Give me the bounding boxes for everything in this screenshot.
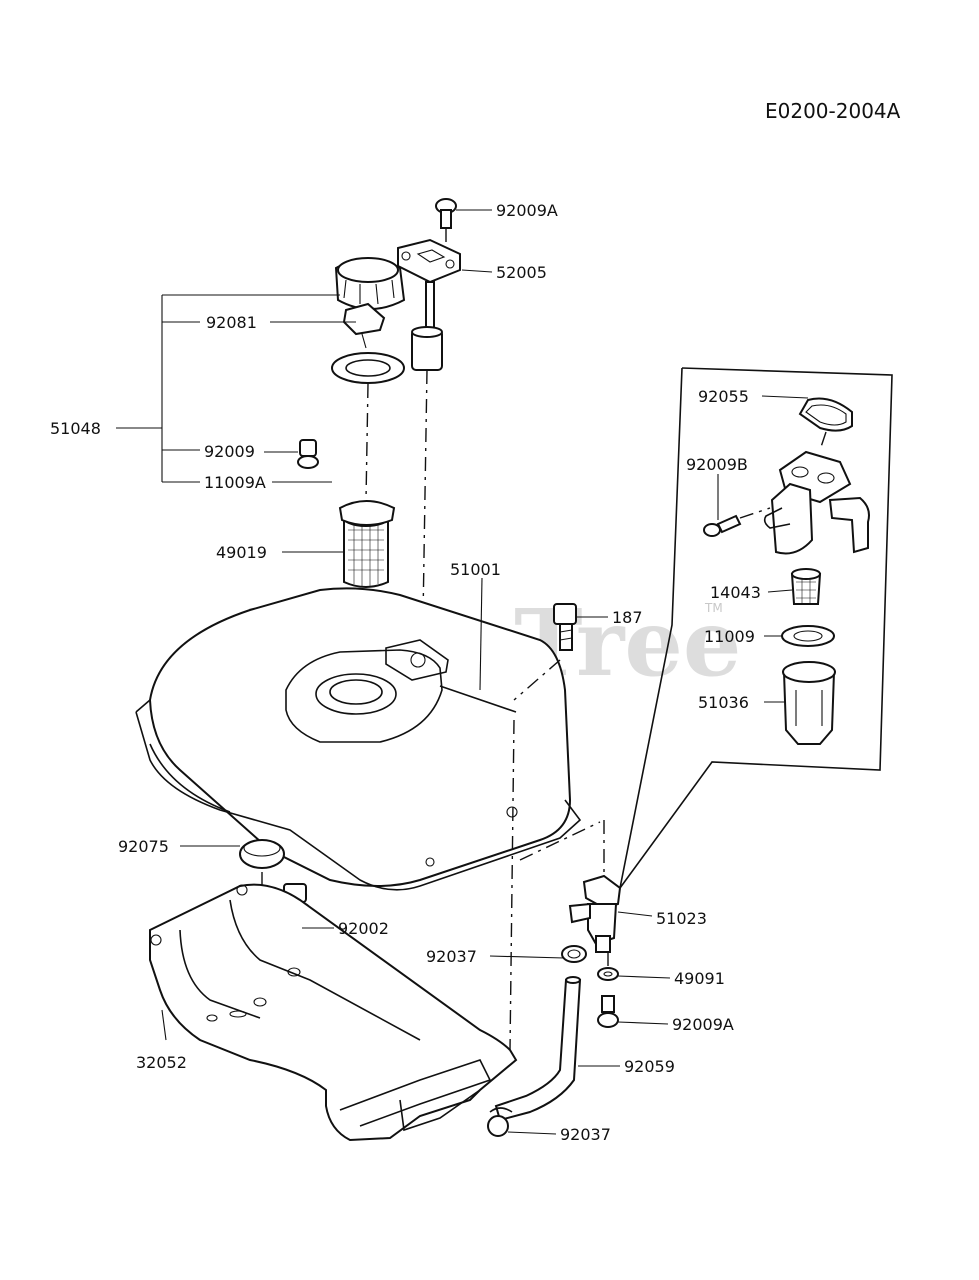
callout-32052[interactable]: 32052 — [136, 1053, 187, 1072]
callout-92009B[interactable]: 92009B — [686, 455, 748, 474]
callout-92002[interactable]: 92002 — [338, 919, 389, 938]
fuel-tank-51001[interactable] — [135, 587, 582, 891]
bolt-92009A-bottom[interactable] — [597, 995, 619, 1028]
strainer-49019[interactable] — [338, 500, 396, 588]
drain-cap-92075[interactable] — [239, 839, 285, 869]
callout-49019[interactable]: 49019 — [216, 543, 267, 562]
callout-51023[interactable]: 51023 — [656, 909, 707, 928]
leader-lines — [116, 209, 809, 1135]
clamp-92037-upper[interactable] — [561, 945, 587, 963]
callout-51036[interactable]: 51036 — [698, 693, 749, 712]
fuel-cock-51023[interactable] — [568, 874, 622, 953]
fuel-cap-92081[interactable] — [334, 257, 406, 310]
gasket-92055[interactable] — [798, 397, 853, 432]
clamp-92037-lower[interactable] — [487, 1107, 513, 1137]
callout-92081[interactable]: 92081 — [206, 313, 257, 332]
callout-14043[interactable]: 14043 — [710, 583, 761, 602]
bowl-51036[interactable] — [782, 661, 836, 745]
filter-14043[interactable] — [790, 568, 822, 605]
o-ring-11009[interactable] — [781, 625, 835, 647]
callout-92037-lower[interactable]: 92037 — [560, 1125, 611, 1144]
callout-92009A-bottom[interactable]: 92009A — [672, 1015, 734, 1034]
screw-92009B[interactable] — [703, 514, 742, 537]
callout-92075[interactable]: 92075 — [118, 837, 169, 856]
fuel-cock-detail-box — [619, 367, 893, 889]
gauge-float[interactable] — [411, 326, 443, 371]
cap-retainer-strap[interactable] — [342, 302, 386, 349]
callout-92059[interactable]: 92059 — [624, 1057, 675, 1076]
watermark-trademark: TM — [704, 601, 723, 615]
callout-49091[interactable]: 49091 — [674, 969, 725, 988]
callout-92009A-top[interactable]: 92009A — [496, 201, 558, 220]
callout-51001[interactable]: 51001 — [450, 560, 501, 579]
callout-11009[interactable]: 11009 — [704, 627, 755, 646]
callout-92009[interactable]: 92009 — [204, 442, 255, 461]
callout-52005[interactable]: 52005 — [496, 263, 547, 282]
washer-49091[interactable] — [597, 967, 619, 981]
bolt-187[interactable] — [553, 603, 577, 651]
callout-92055[interactable]: 92055 — [698, 387, 749, 406]
screw-92009[interactable] — [297, 439, 319, 469]
base-plate-32052[interactable] — [149, 883, 518, 1142]
fuel-cock-body[interactable] — [763, 450, 870, 555]
callout-11009A[interactable]: 11009A — [204, 473, 266, 492]
callout-187[interactable]: 187 — [612, 608, 643, 627]
gasket-11009A[interactable] — [331, 352, 405, 384]
bolt-92009A-top[interactable] — [435, 198, 457, 229]
gauge-plate-52005[interactable] — [397, 238, 461, 329]
callout-51048[interactable]: 51048 — [50, 419, 101, 438]
diagram-code: E0200-2004A — [765, 99, 901, 123]
callout-92037-upper[interactable]: 92037 — [426, 947, 477, 966]
